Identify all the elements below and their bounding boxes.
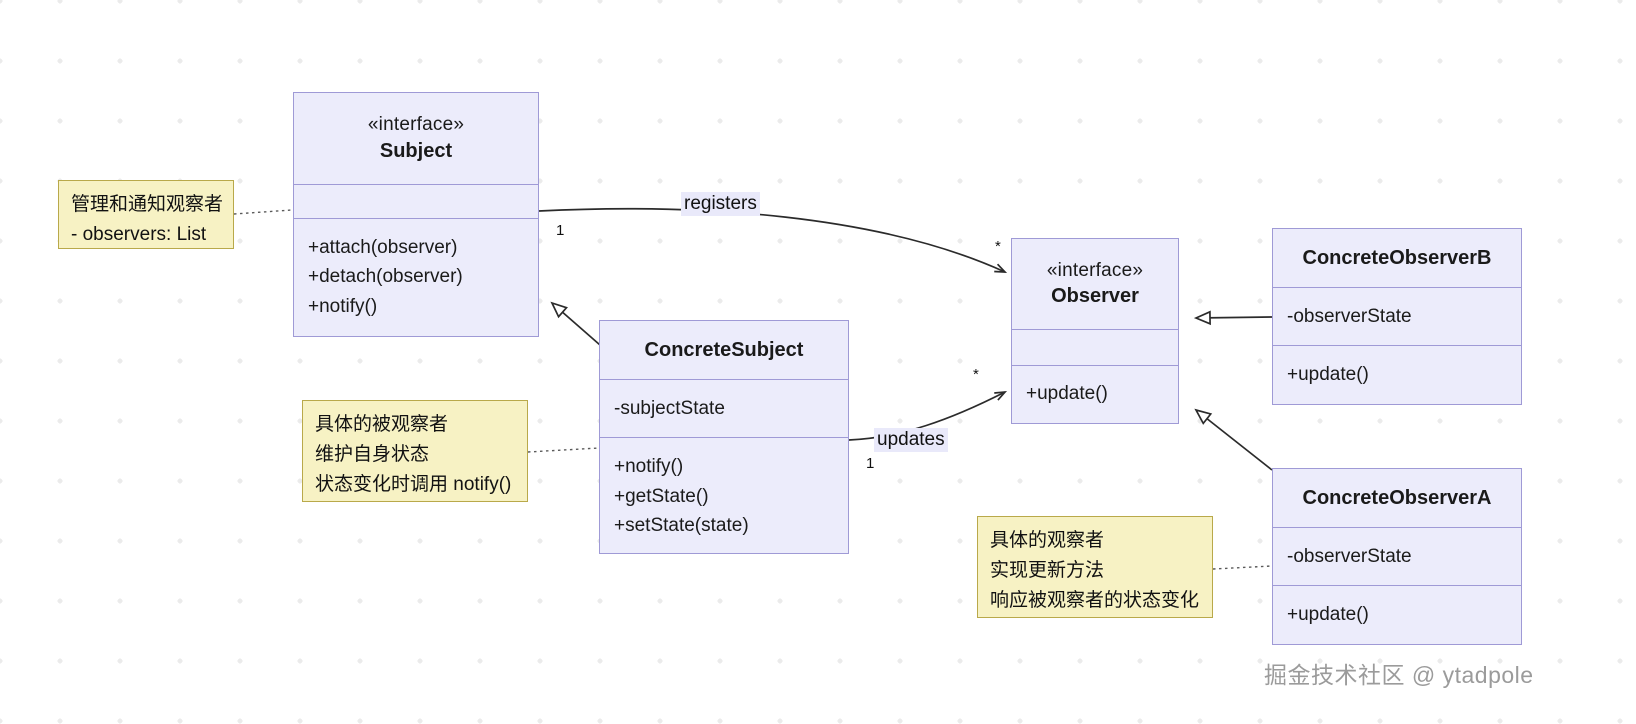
note-concrete-observer[interactable]: 具体的观察者 实现更新方法 响应被观察者的状态变化 xyxy=(977,516,1213,618)
class-member: +setState(state) xyxy=(614,515,749,537)
note-connector-concrete-subject xyxy=(527,447,600,453)
multiplicity-updates-target: * xyxy=(973,366,979,383)
note-line: 具体的被观察者 xyxy=(315,414,449,435)
class-concrete-subject[interactable]: ConcreteSubject -subjectState +notify() … xyxy=(599,320,849,554)
class-concrete-subject-methods: +notify() +getState() +setState(state) xyxy=(600,437,848,555)
class-member: -subjectState xyxy=(614,397,725,419)
class-concrete-observer-a-methods: +update() xyxy=(1273,585,1521,644)
class-member: -observerState xyxy=(1287,305,1412,327)
class-subject-name: Subject xyxy=(379,139,453,162)
note-connector-concrete-observer xyxy=(1212,565,1273,570)
class-observer-header: «interface» Observer xyxy=(1012,239,1178,329)
note-line: 状态变化时调用 notify() xyxy=(315,474,512,496)
class-member: -observerState xyxy=(1287,545,1412,567)
class-concrete-observer-b-attributes: -observerState xyxy=(1273,287,1521,345)
class-member: +notify() xyxy=(614,456,684,478)
class-observer[interactable]: «interface» Observer +update() xyxy=(1011,238,1179,424)
class-member: +getState() xyxy=(614,485,709,507)
class-member: +update() xyxy=(1287,364,1369,386)
class-observer-methods: +update() xyxy=(1012,365,1178,422)
edge-registers xyxy=(538,207,1008,273)
class-member: +attach(observer) xyxy=(308,236,458,258)
class-concrete-observer-a-name: ConcreteObserverA xyxy=(1302,486,1492,509)
class-concrete-observer-a-attributes: -observerState xyxy=(1273,527,1521,585)
note-line: 实现更新方法 xyxy=(990,560,1105,582)
note-line: 具体的观察者 xyxy=(990,530,1105,551)
edge-label-updates: updates xyxy=(874,428,948,452)
multiplicity-registers-target: * xyxy=(995,238,1001,255)
class-observer-name: Observer xyxy=(1051,285,1139,308)
note-subject[interactable]: 管理和通知观察者 - observers: List xyxy=(58,180,234,249)
class-concrete-observer-b-name: ConcreteObserverB xyxy=(1302,246,1492,269)
edge-concreteobserverb-realizes-observer xyxy=(1196,317,1273,318)
class-subject-methods: +attach(observer) +detach(observer) +not… xyxy=(294,218,538,335)
note-line: 响应被观察者的状态变化 xyxy=(990,590,1200,612)
class-member: +notify() xyxy=(308,295,378,317)
class-concrete-observer-b[interactable]: ConcreteObserverB -observerState +update… xyxy=(1272,228,1522,405)
class-subject-stereotype: «interface» xyxy=(367,114,465,136)
class-concrete-observer-b-header: ConcreteObserverB xyxy=(1273,229,1521,287)
edge-concreteobservera-realizes-observer xyxy=(1196,410,1273,471)
note-line: 维护自身状态 xyxy=(315,444,430,466)
edge-label-registers: registers xyxy=(681,192,760,216)
note-line: 管理和通知观察者 xyxy=(71,194,224,215)
note-connector-subject xyxy=(233,209,293,215)
class-member: +detach(observer) xyxy=(308,266,463,288)
class-observer-stereotype: «interface» xyxy=(1046,259,1144,281)
class-concrete-subject-header: ConcreteSubject xyxy=(600,321,848,379)
edge-concretesubject-realizes-subject xyxy=(552,303,601,346)
class-subject-header: «interface» Subject xyxy=(294,93,538,184)
class-concrete-observer-b-methods: +update() xyxy=(1273,345,1521,404)
note-concrete-subject[interactable]: 具体的被观察者 维护自身状态 状态变化时调用 notify() xyxy=(302,400,528,502)
class-member: +update() xyxy=(1026,383,1108,405)
class-concrete-subject-attributes: -subjectState xyxy=(600,379,848,437)
class-subject[interactable]: «interface» Subject +attach(observer) +d… xyxy=(293,92,539,337)
watermark: 掘金技术社区 @ ytadpole xyxy=(1264,662,1534,688)
class-observer-attributes xyxy=(1012,329,1178,365)
class-concrete-observer-a-header: ConcreteObserverA xyxy=(1273,469,1521,527)
multiplicity-registers-source: 1 xyxy=(556,222,565,239)
multiplicity-updates-source: 1 xyxy=(866,455,875,472)
class-member: +update() xyxy=(1287,604,1369,626)
class-concrete-observer-a[interactable]: ConcreteObserverA -observerState +update… xyxy=(1272,468,1522,645)
class-subject-attributes xyxy=(294,184,538,218)
note-line: - observers: List xyxy=(71,224,207,246)
class-concrete-subject-name: ConcreteSubject xyxy=(644,338,804,361)
